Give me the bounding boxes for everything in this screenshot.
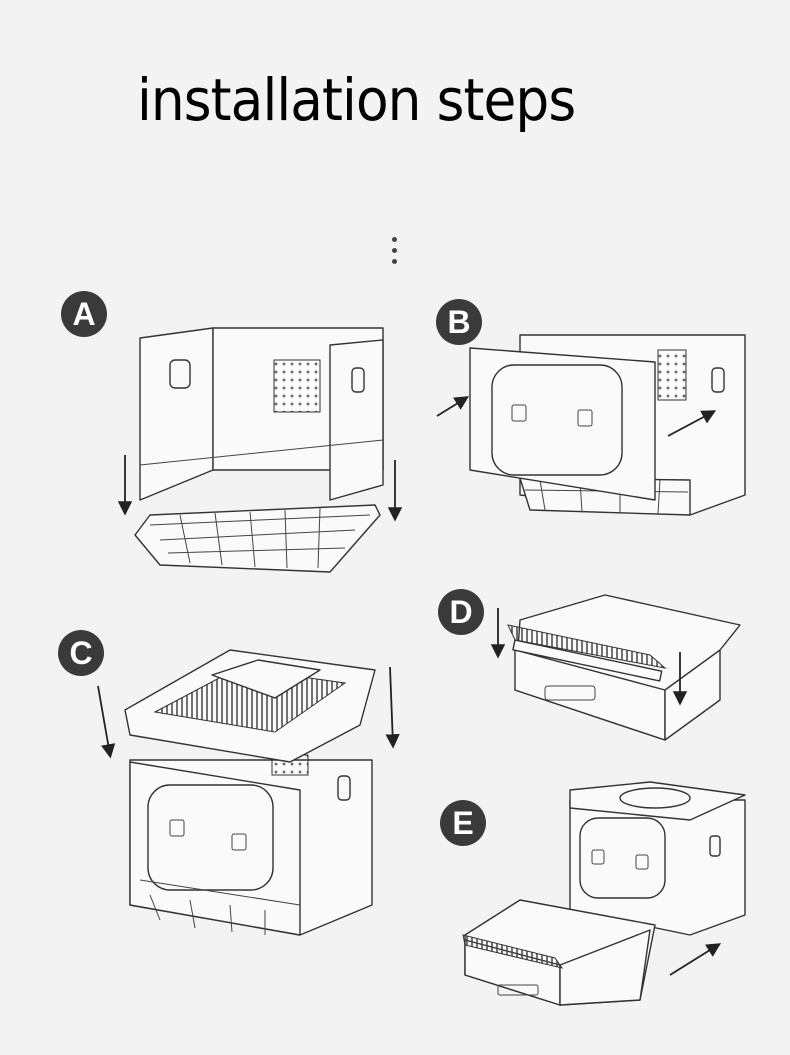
page-title: installation steps: [137, 66, 576, 134]
step-badge-b: B: [436, 299, 482, 345]
step-badge-d: D: [438, 589, 484, 635]
step-a-illustration: [117, 327, 403, 573]
step-badge-a: A: [61, 291, 107, 337]
step-d-illustration: [490, 594, 741, 741]
step-b-illustration: [436, 334, 746, 516]
step-badge-e: E: [440, 800, 486, 846]
ellipsis-divider: [392, 237, 398, 270]
step-c-illustration: [97, 649, 400, 936]
step-e-illustration: [462, 781, 746, 1006]
step-badge-c: C: [58, 630, 104, 676]
